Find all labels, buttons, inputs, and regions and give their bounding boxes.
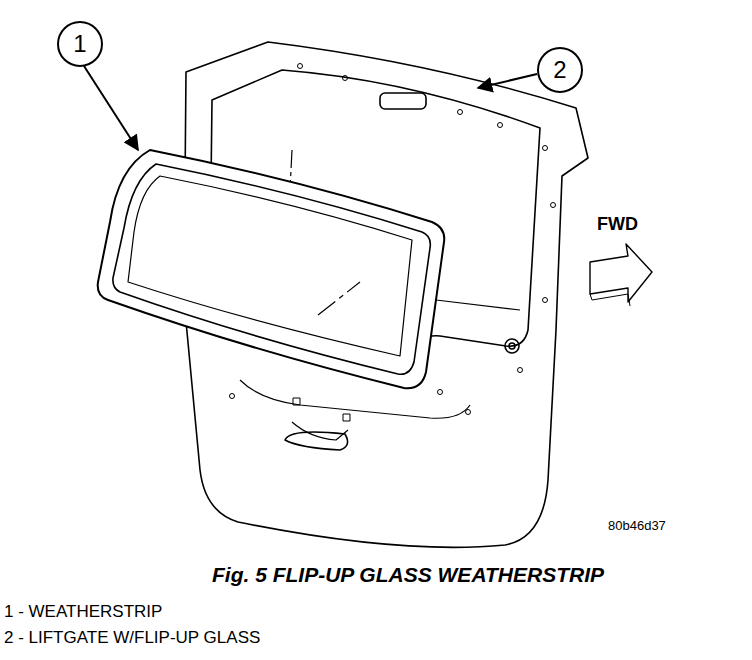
figure-code: 80b46d37 xyxy=(608,518,666,533)
weatherstrip xyxy=(98,150,445,388)
figure-caption: Fig. 5 FLIP-UP GLASS WEATHERSTRIP xyxy=(212,563,604,587)
leader-line xyxy=(84,66,138,150)
legend-line: 2 - LIFTGATE W/FLIP-UP GLASS xyxy=(4,628,260,648)
forward-arrow xyxy=(590,244,652,302)
callout-number: 2 xyxy=(536,46,584,94)
leader-line xyxy=(478,74,537,88)
stop-lamp xyxy=(380,93,426,109)
legend-line: 1 - WEATHERSTRIP xyxy=(4,602,162,622)
callout-number: 1 xyxy=(56,20,104,68)
callout-circle: 2 xyxy=(536,46,584,94)
liftgate-handle xyxy=(285,432,348,450)
direction-label: FWD xyxy=(597,214,638,235)
callout-circle: 1 xyxy=(56,20,104,68)
